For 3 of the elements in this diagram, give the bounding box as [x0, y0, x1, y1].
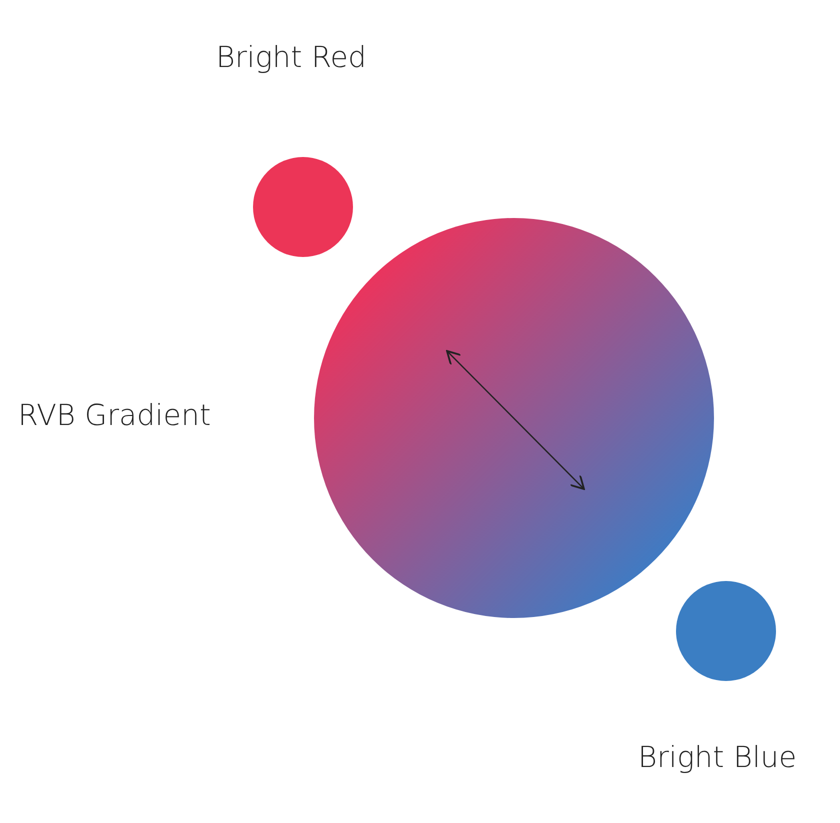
circle-label: Bright Red: [216, 40, 366, 74]
circle-label: RVB Gradient: [18, 398, 211, 432]
circle-label: Bright Blue: [638, 740, 797, 774]
